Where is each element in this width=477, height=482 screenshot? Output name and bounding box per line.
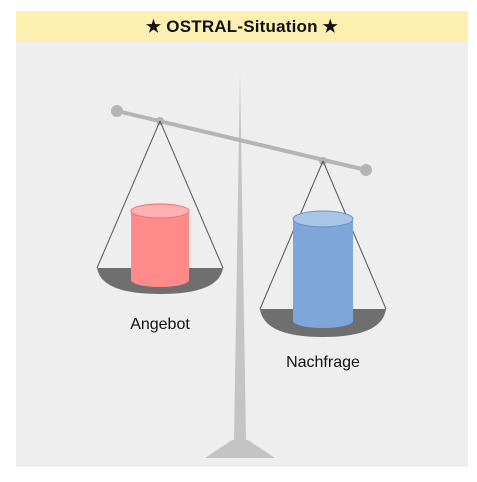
right-pan-string bbox=[322, 160, 387, 310]
banner-title: ★ OSTRAL-Situation ★ bbox=[145, 16, 339, 36]
left-pan-string bbox=[159, 120, 224, 269]
beam-right-end bbox=[360, 164, 372, 176]
left-pan-string bbox=[96, 120, 161, 269]
demand-cylinder bbox=[292, 210, 354, 328]
scale-stand bbox=[234, 73, 246, 440]
title-banner: ★ OSTRAL-Situation ★ bbox=[16, 11, 468, 42]
beam-left-end bbox=[111, 105, 123, 117]
supply-cylinder bbox=[130, 203, 190, 287]
scale-beam bbox=[116, 109, 367, 172]
right-pan-string bbox=[259, 160, 324, 310]
demand-label: Nachfrage bbox=[286, 354, 360, 371]
scale-base bbox=[205, 440, 275, 458]
supply-label: Angebot bbox=[130, 316, 190, 333]
